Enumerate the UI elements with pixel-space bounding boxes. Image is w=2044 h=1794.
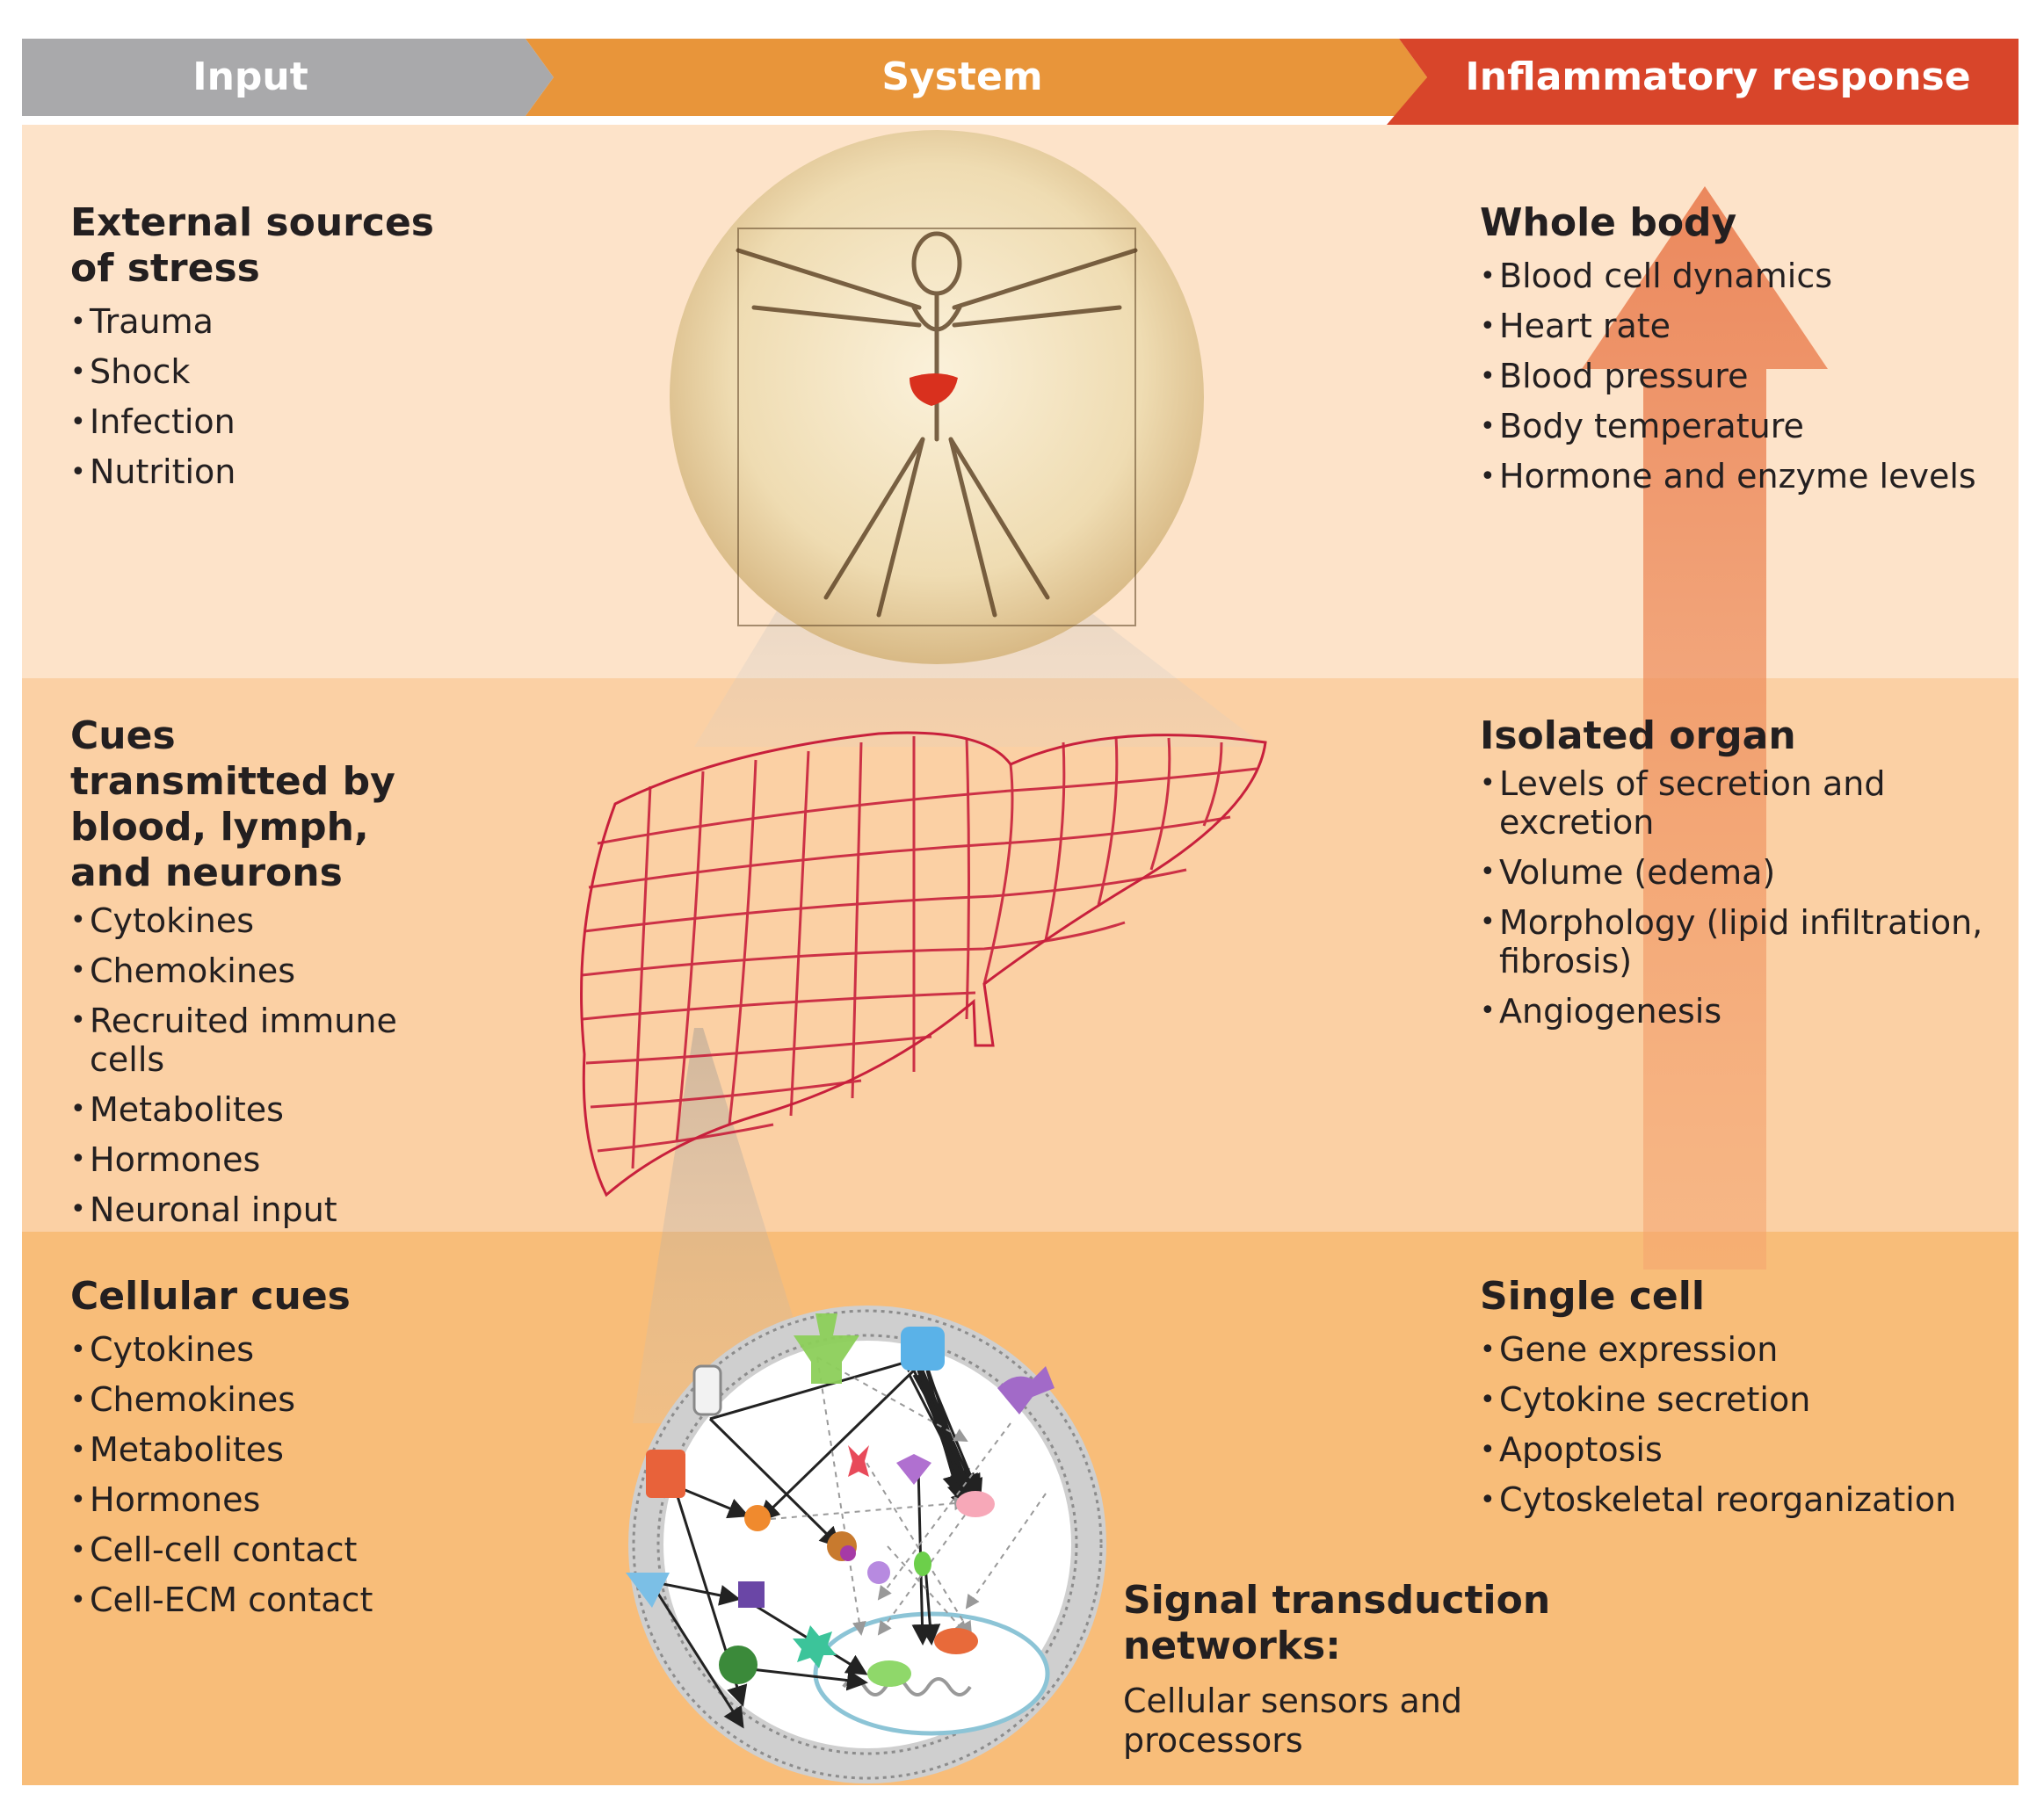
list-item: Blood cell dynamics	[1480, 251, 2007, 301]
banner-system-label: System	[881, 54, 1043, 99]
list-item: Shock	[70, 347, 457, 397]
list-item: Hormones	[70, 1475, 457, 1525]
banner-response-shape	[1387, 39, 2019, 125]
list-item: Cell-cell contact	[70, 1525, 457, 1575]
banner-response-label: Inflammatory response	[1465, 54, 1971, 99]
row2-response-list: Levels of secretion and excretion Volume…	[1480, 764, 1998, 1031]
list-item: Levels of secretion and excretion	[1480, 764, 1998, 842]
row1-response-list: Blood cell dynamics Heart rate Blood pre…	[1480, 251, 2007, 502]
list-item: Chemokines	[70, 1375, 457, 1425]
signal-title: Signal transduction networks:	[1123, 1578, 1551, 1668]
list-item: Hormones	[70, 1140, 413, 1179]
row3-input-title: Cellular cues	[70, 1274, 351, 1319]
list-item: Body temperature	[1480, 401, 2007, 452]
cell-signaling-icon	[626, 1306, 1106, 1783]
row1-input-title: External sources of stress	[70, 200, 434, 291]
row3-response-list: Gene expression Cytokine secretion Apopt…	[1480, 1325, 2007, 1525]
list-item: Gene expression	[1480, 1325, 2007, 1375]
row2-response-block: Isolated organ Levels of secretion and e…	[1480, 713, 2007, 1042]
row2-input-block: Cues transmitted by blood, lymph, and ne…	[70, 713, 439, 1241]
list-item: Metabolites	[70, 1425, 457, 1475]
row1-input-list: Trauma Shock Infection Nutrition	[70, 297, 457, 497]
banner-input-shape	[22, 39, 554, 116]
banner-system-shape	[525, 39, 1427, 116]
list-item: Cytokine secretion	[1480, 1375, 2007, 1425]
list-item: Cell-ECM contact	[70, 1575, 457, 1625]
list-item: Volume (edema)	[1480, 853, 1998, 892]
list-item: Chemokines	[70, 951, 413, 990]
list-item: Apoptosis	[1480, 1425, 2007, 1475]
row2-input-title: Cues transmitted by blood, lymph, and ne…	[70, 713, 395, 895]
row3-input-block: Cellular cues Cytokines Chemokines Metab…	[70, 1274, 457, 1625]
signal-caption: Signal transduction networks: Cellular s…	[1123, 1578, 1580, 1761]
list-item: Morphology (lipid infiltration, fibrosis…	[1480, 903, 1998, 980]
list-item: Neuronal input	[70, 1190, 413, 1229]
row2-response-title: Isolated organ	[1480, 713, 1796, 758]
list-item: Hormone and enzyme levels	[1480, 452, 2007, 502]
list-item: Blood pressure	[1480, 351, 2007, 401]
row3-input-list: Cytokines Chemokines Metabolites Hormone…	[70, 1325, 457, 1625]
list-item: Nutrition	[70, 447, 457, 497]
signal-subtitle: Cellular sensors and processors	[1123, 1682, 1462, 1760]
list-item: Heart rate	[1480, 301, 2007, 351]
row1-response-title: Whole body	[1480, 200, 1737, 245]
row2-input-list: Cytokines Chemokines Recruited immune ce…	[70, 901, 413, 1229]
list-item: Angiogenesis	[1480, 992, 1998, 1031]
list-item: Cytokines	[70, 901, 413, 940]
list-item: Cytokines	[70, 1325, 457, 1375]
row3-response-title: Single cell	[1480, 1274, 1705, 1319]
banner-input-label: Input	[192, 54, 308, 99]
row1-response-block: Whole body Blood cell dynamics Heart rat…	[1480, 200, 2007, 502]
row3-response-block: Single cell Gene expression Cytokine sec…	[1480, 1274, 2007, 1525]
vitruvian-man-icon	[670, 130, 1204, 664]
list-item: Cytoskeletal reorganization	[1480, 1475, 2007, 1525]
list-item: Recruited immune cells	[70, 1002, 413, 1079]
list-item: Metabolites	[70, 1090, 413, 1129]
liver-mesh-icon	[580, 731, 1267, 1197]
list-item: Infection	[70, 397, 457, 447]
row1-input-block: External sources of stress Trauma Shock …	[70, 200, 457, 497]
list-item: Trauma	[70, 297, 457, 347]
